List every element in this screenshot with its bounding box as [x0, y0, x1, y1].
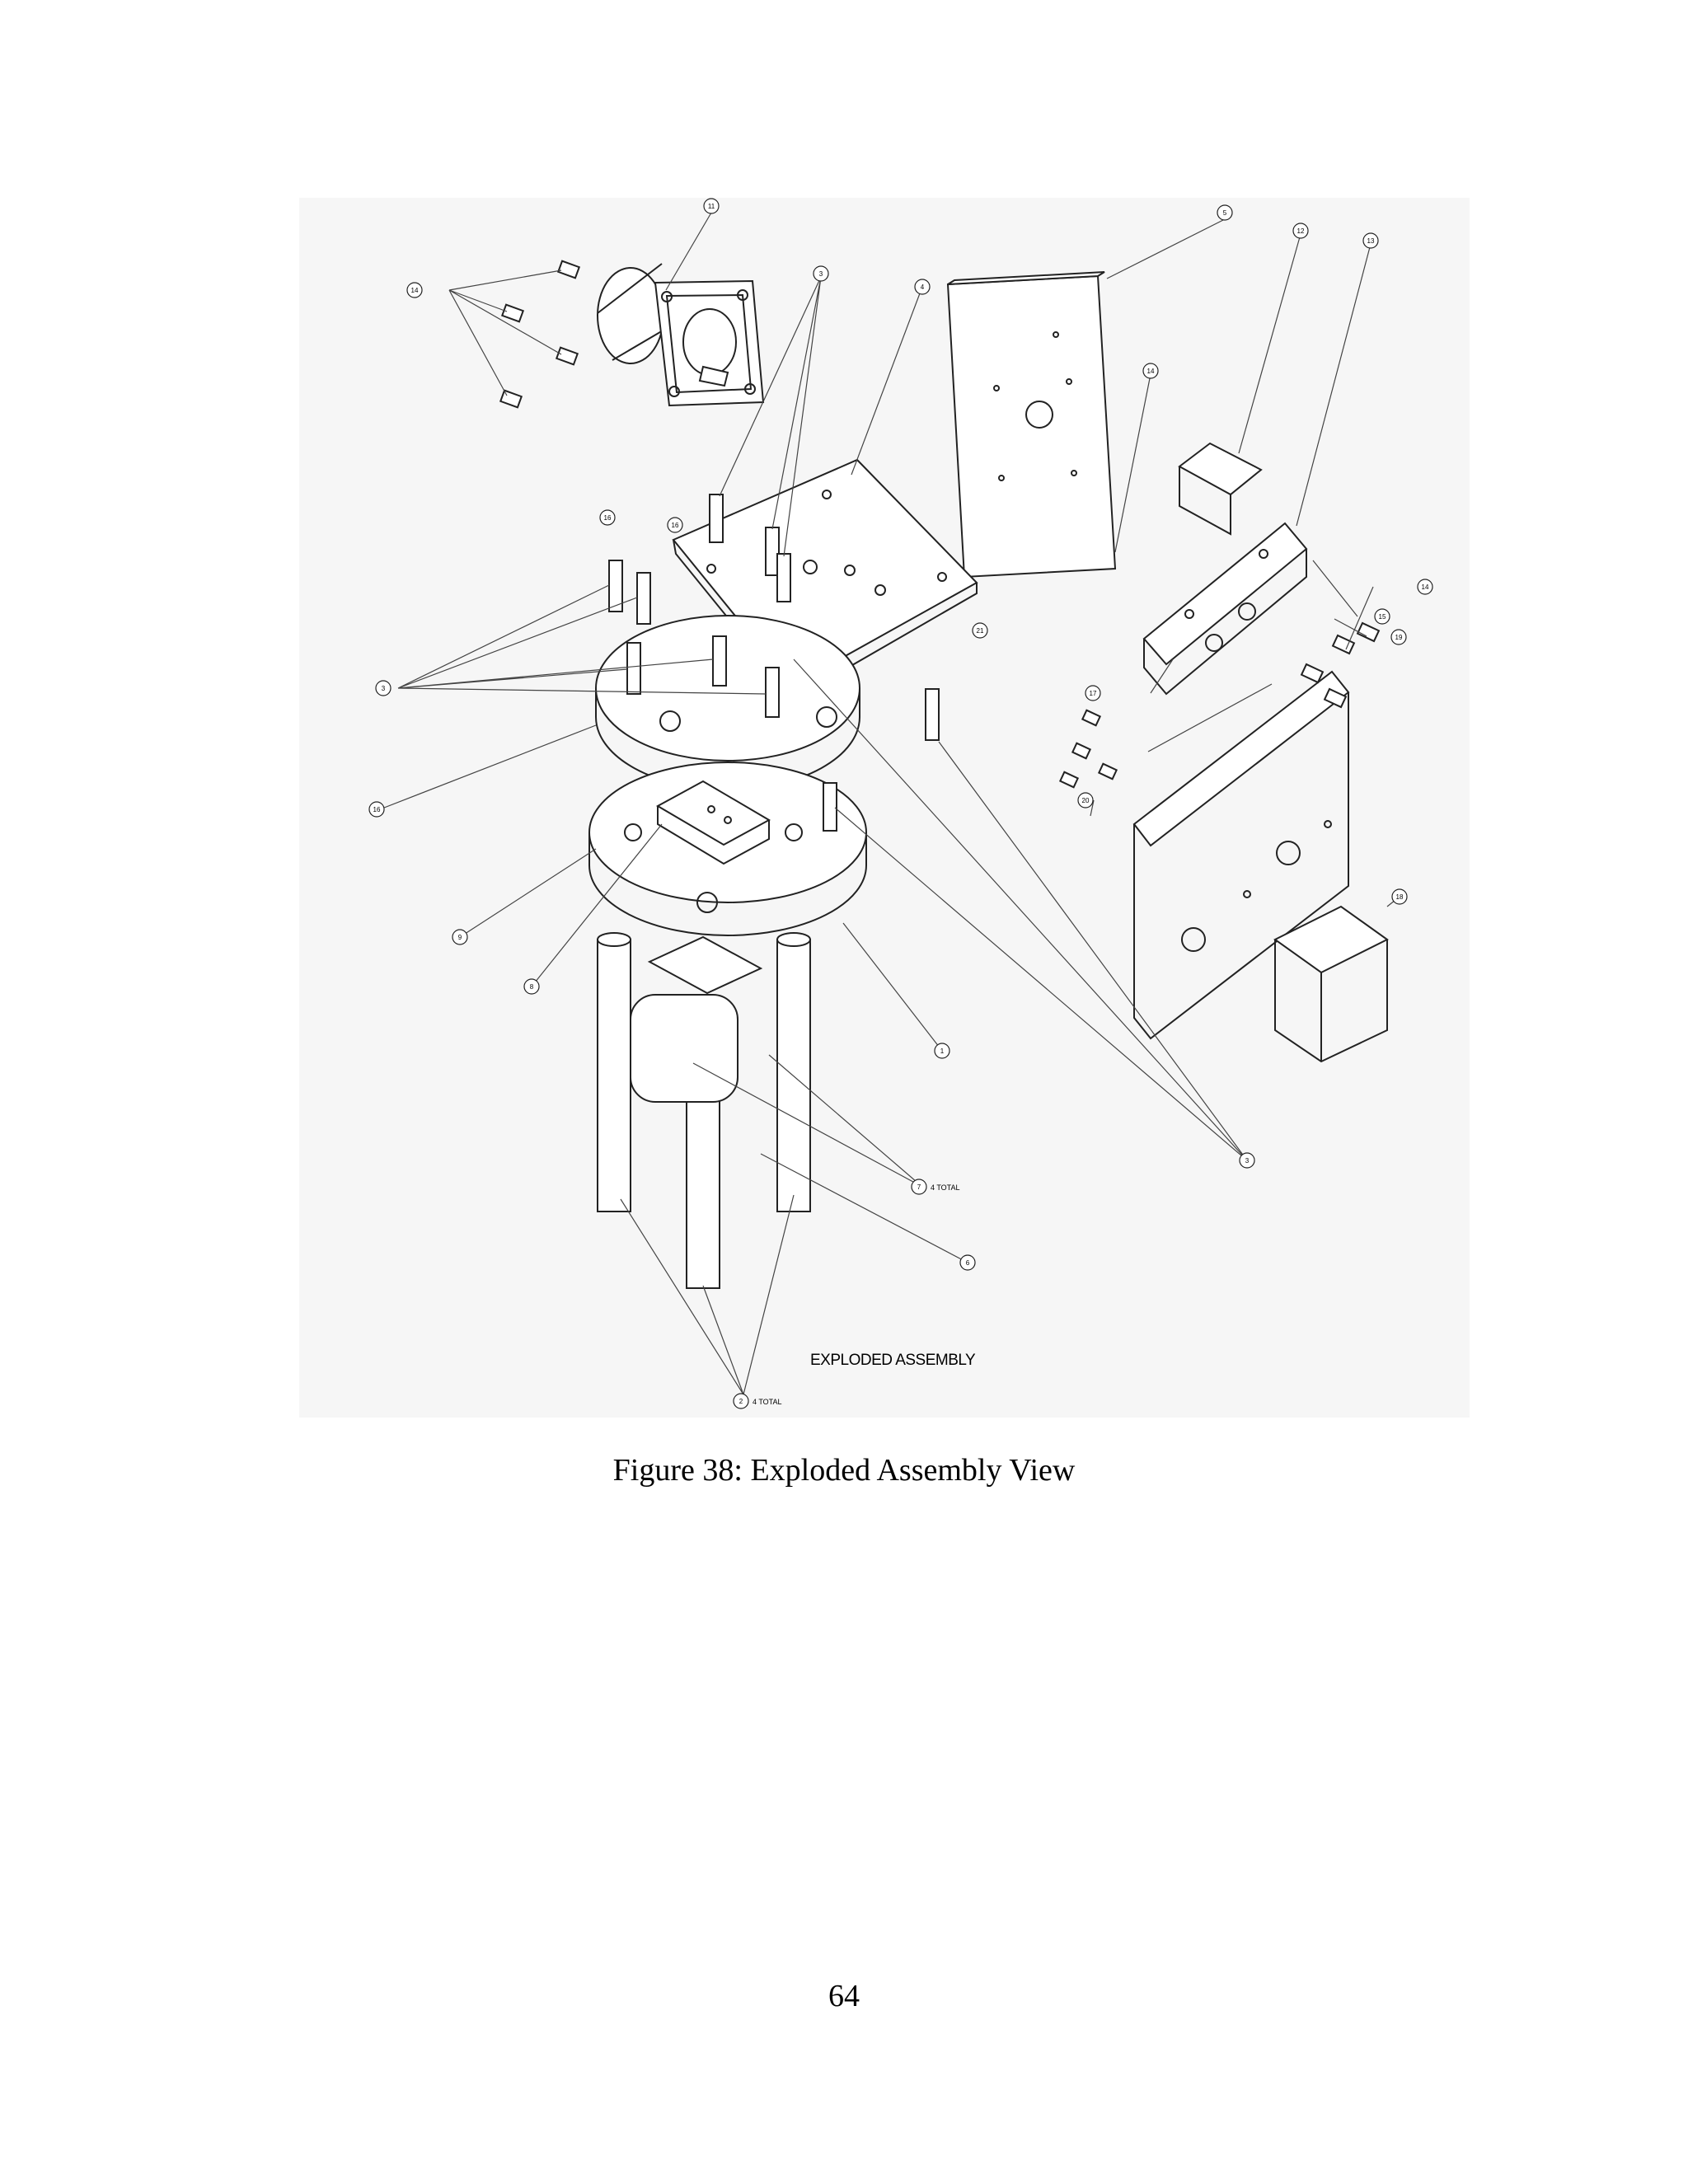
callout-bubble: [959, 1254, 976, 1271]
callout-bubbles: [368, 198, 1433, 1409]
exploded-assembly-drawing: 11 5 4 3 12 13 14 16 16 14 3 21 15 14 19…: [299, 198, 1470, 1418]
callout-bubble: [1390, 629, 1407, 645]
page-number: 64: [828, 1979, 860, 2013]
callout-number: 6: [966, 1259, 970, 1267]
callout-number: 11: [708, 203, 715, 210]
bolts-part-3: [608, 494, 940, 832]
callout-bubble: [1217, 204, 1233, 221]
callout-number: 14: [411, 287, 419, 294]
callout-number: 12: [1297, 227, 1305, 235]
callout-numbers: 11 5 4 3 12 13 14 16 16 14 3 21 15 14 19…: [373, 203, 1429, 1406]
callout-number: 16: [672, 522, 679, 529]
callout-bubble: [703, 198, 720, 214]
callout-bubble: [934, 1043, 950, 1059]
callout-bubble: [1391, 888, 1408, 905]
callout-bubble: [1362, 232, 1379, 249]
callout-bubble: [406, 282, 423, 298]
quantity-note: 4 TOTAL: [931, 1183, 960, 1192]
callout-number: 8: [530, 983, 534, 991]
bracket-part-13: [1142, 442, 1308, 696]
callout-bubble: [972, 622, 988, 639]
leader-lines: [379, 212, 1400, 1395]
callout-bubble: [733, 1393, 749, 1409]
drawing-title: EXPLODED ASSEMBLY: [810, 1352, 976, 1369]
lower-disk-part-1: [588, 762, 867, 936]
motor-part: [597, 263, 765, 407]
motor-block-part-18: [1273, 905, 1389, 1063]
screws-21: [1058, 709, 1118, 789]
callout-number: 18: [1396, 893, 1404, 901]
callout-bubble: [813, 265, 829, 282]
callout-bubble: [368, 801, 385, 818]
callout-bubble: [1292, 223, 1309, 239]
callout-number: 16: [373, 806, 381, 813]
column-parts-2: [597, 932, 811, 1289]
callout-number: 1: [940, 1047, 945, 1055]
callout-number: 9: [458, 934, 462, 941]
callout-bubble: [911, 1179, 927, 1195]
callout-bubble: [1239, 1152, 1255, 1169]
callout-number: 3: [1245, 1157, 1250, 1165]
callout-number: 14: [1147, 368, 1155, 375]
callout-number: 5: [1223, 209, 1227, 217]
figure-caption: Figure 38: Exploded Assembly View: [612, 1453, 1076, 1488]
callout-bubble: [1417, 579, 1433, 595]
callout-bubble: [452, 929, 468, 945]
callout-bubble: [1085, 685, 1101, 701]
callout-number: 14: [1422, 583, 1429, 591]
callout-number: 21: [977, 627, 984, 635]
callout-bubble: [667, 517, 683, 533]
callout-number: 2: [739, 1398, 743, 1405]
plate-part-3: [946, 271, 1117, 579]
callout-number: 7: [917, 1183, 921, 1191]
callout-bubble: [599, 509, 616, 526]
screws-14-top-left: [499, 260, 581, 409]
drawing-canvas: 11 5 4 3 12 13 14 16 16 14 3 21 15 14 19…: [368, 198, 1433, 1409]
callout-number: 13: [1367, 237, 1375, 245]
callout-bubble: [1374, 608, 1390, 625]
callout-number: 15: [1379, 613, 1386, 621]
callout-number: 16: [604, 514, 612, 522]
screws-14-right: [1300, 621, 1381, 709]
upper-flange-part: [595, 615, 860, 790]
callout-number: 20: [1082, 797, 1090, 804]
callout-bubble: [523, 978, 540, 995]
callout-bubble: [375, 680, 392, 696]
bracket-part-19: [1132, 670, 1350, 1040]
callout-bubble: [1142, 363, 1159, 379]
quantity-note: 4 TOTAL: [753, 1398, 782, 1406]
callout-bubble: [1077, 792, 1094, 808]
callout-number: 19: [1395, 634, 1403, 641]
callout-number: 3: [819, 270, 823, 278]
callout-number: 3: [382, 685, 386, 692]
callout-bubble: [914, 279, 931, 295]
callout-number: 4: [921, 284, 925, 291]
callout-number: 17: [1090, 690, 1097, 697]
